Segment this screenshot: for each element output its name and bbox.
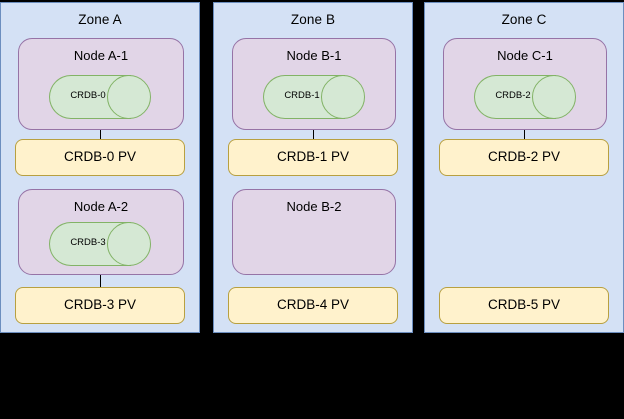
pv-crdb-0[interactable]: CRDB-0 PV bbox=[15, 139, 185, 176]
node-b-2-title: Node B-2 bbox=[286, 199, 342, 214]
node-b-1[interactable]: Node B-1 CRDB-1 bbox=[232, 38, 396, 130]
pv-label: CRDB-0 PV bbox=[63, 149, 136, 164]
pv-crdb-4[interactable]: CRDB-4 PV bbox=[228, 287, 398, 324]
node-a-2[interactable]: Node A-2 CRDB-3 bbox=[18, 189, 184, 275]
zone-b-title: Zone B bbox=[290, 12, 336, 27]
node-a-1-title: Node A-1 bbox=[73, 48, 129, 63]
cylinder-cap bbox=[532, 75, 576, 119]
cylinder-cap bbox=[107, 75, 151, 119]
node-a-2-title: Node A-2 bbox=[73, 199, 129, 214]
zone-b: Zone B Node B-1 CRDB-1 CRDB-1 PV Node B-… bbox=[213, 2, 413, 333]
node-c-1-title: Node C-1 bbox=[497, 48, 553, 63]
database-cylinder-crdb-3[interactable]: CRDB-3 bbox=[49, 222, 155, 266]
connector-a-1 bbox=[100, 130, 101, 139]
database-label: CRDB-0 bbox=[70, 90, 106, 101]
node-b-2[interactable]: Node B-2 bbox=[232, 189, 396, 275]
database-label: CRDB-1 bbox=[284, 90, 320, 101]
zone-a-title: Zone A bbox=[78, 12, 122, 27]
pv-label: CRDB-5 PV bbox=[487, 297, 560, 312]
pv-label: CRDB-3 PV bbox=[63, 297, 136, 312]
zone-c-title: Zone C bbox=[501, 12, 547, 27]
node-a-1[interactable]: Node A-1 CRDB-0 bbox=[18, 38, 184, 130]
database-label: CRDB-2 bbox=[495, 90, 531, 101]
cylinder-cap bbox=[107, 222, 151, 266]
pv-label: CRDB-2 PV bbox=[487, 149, 560, 164]
database-label: CRDB-3 bbox=[70, 237, 106, 248]
zone-c: Zone C Node C-1 CRDB-2 CRDB-2 PV CRDB-5 … bbox=[424, 2, 624, 333]
pv-label: CRDB-1 PV bbox=[276, 149, 349, 164]
connector-a-2 bbox=[100, 275, 101, 287]
connector-b-1 bbox=[313, 130, 314, 139]
zone-a: Zone A Node A-1 CRDB-0 CRDB-0 PV Node A-… bbox=[0, 2, 200, 333]
database-cylinder-crdb-2[interactable]: CRDB-2 bbox=[474, 75, 580, 119]
database-cylinder-crdb-0[interactable]: CRDB-0 bbox=[49, 75, 155, 119]
pv-crdb-5[interactable]: CRDB-5 PV bbox=[439, 287, 609, 324]
pv-crdb-2[interactable]: CRDB-2 PV bbox=[439, 139, 609, 176]
node-b-1-title: Node B-1 bbox=[286, 48, 342, 63]
database-cylinder-crdb-1[interactable]: CRDB-1 bbox=[263, 75, 369, 119]
connector-c-1 bbox=[524, 130, 525, 139]
pv-crdb-1[interactable]: CRDB-1 PV bbox=[228, 139, 398, 176]
pv-crdb-3[interactable]: CRDB-3 PV bbox=[15, 287, 185, 324]
pv-label: CRDB-4 PV bbox=[276, 297, 349, 312]
cylinder-cap bbox=[321, 75, 365, 119]
node-c-1[interactable]: Node C-1 CRDB-2 bbox=[443, 38, 607, 130]
